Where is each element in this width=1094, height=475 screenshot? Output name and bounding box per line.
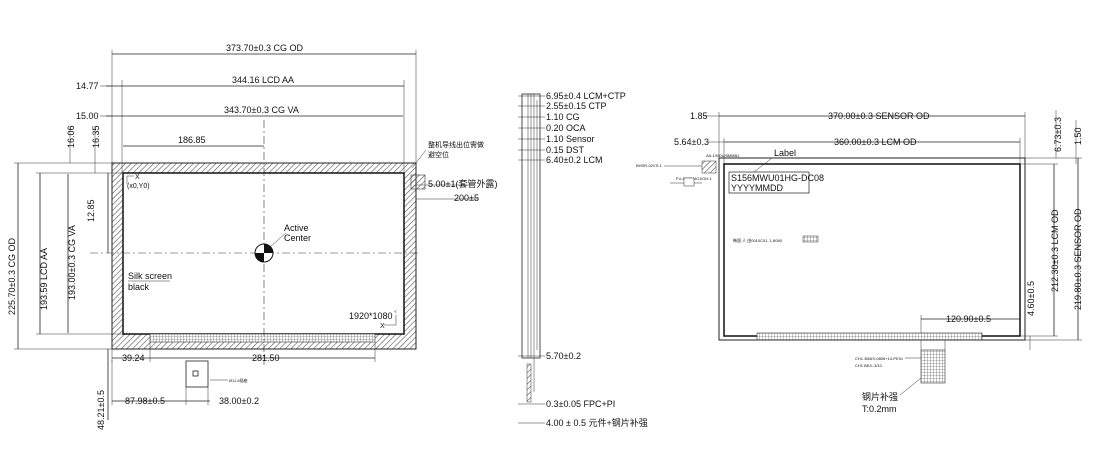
cg-od-width: 373.70±0.3 CG OD — [226, 43, 303, 53]
barcode-box — [802, 235, 819, 243]
active-center-mark — [254, 243, 274, 263]
note-cn-1: 整机导线出位需做 — [428, 140, 484, 149]
label-title: Label — [774, 148, 796, 158]
bottom-dim-5: 48.21±0.5 — [96, 390, 106, 430]
side-view: 6.95±0.4 LCM+CTP 2.55±0.15 CTP 1.10 CG 0… — [518, 91, 648, 428]
cable-exit — [410, 174, 426, 190]
resolution-axis-x: X — [380, 323, 385, 330]
fpc-tail — [526, 363, 532, 403]
fpc-dim: 120.90±0.5 — [946, 314, 991, 324]
stiffener-label: 钢片补强 — [862, 391, 898, 402]
stiffener-block — [920, 349, 946, 384]
bottom-dim-1: 39.24 — [122, 353, 145, 363]
silk-screen-color: black — [128, 282, 150, 292]
side-dim-1: 5.70±0.2 — [546, 351, 581, 361]
cable-dim: 5.00±1(套管外露) — [428, 178, 497, 189]
layer-ctp: 2.55±0.15 CTP — [546, 101, 606, 111]
sensor-od-width: 370.00±0.3 SENSOR OD — [828, 111, 930, 121]
connector-pin — [192, 370, 199, 377]
cable-length: 200±5 — [454, 193, 479, 203]
origin-axis-x: X — [135, 174, 140, 181]
small-connector — [701, 160, 717, 174]
fpc-label-1: CH1.3B4IS-0806+13-PE01 — [855, 356, 904, 361]
top-right-dim-2: 1.50 — [1073, 127, 1083, 145]
connector-label: Ø11.6插座 — [229, 377, 248, 383]
stiffener-thickness: T:0.2mm — [862, 404, 897, 414]
resolution-axis-y: Y — [394, 309, 397, 314]
active-center-label-1: Active — [284, 223, 309, 233]
barcode-text: 韩国 人 由0010C01. 1,8080 — [733, 237, 783, 243]
front-view: Active Center X (x0,Y0) Silk screen blac… — [7, 43, 497, 430]
fpc-offset: 4.60±0.5 — [1026, 281, 1036, 316]
cg-va-height: 193.00±0.3 CG VA — [67, 225, 77, 300]
side-dim-3: 4.00 ± 0.5 元件+钢片补强 — [546, 417, 648, 428]
cg-va-width: 343.70±0.3 CG VA — [224, 105, 299, 115]
origin-label: (x0,Y0) — [127, 183, 150, 190]
small-label-1: BHSR-02VS-1 — [636, 163, 663, 168]
bottom-dim-2: 281.50 — [252, 353, 280, 363]
layer-sensor: 1.10 Sensor — [546, 134, 595, 144]
fpc-label-2: CH1 BE/L-3/10 — [855, 363, 883, 368]
layer-dst: 0.15 DST — [546, 145, 585, 155]
label-box — [728, 171, 810, 194]
layer-cg: 1.10 CG — [546, 112, 580, 122]
inner-offset: 12.85 — [86, 199, 96, 222]
layer-leaders — [518, 95, 545, 161]
back-fpc-strip — [756, 332, 983, 341]
fpc-strip — [149, 333, 376, 343]
lcd-aa-height: 193.59 LCD AA — [39, 248, 49, 310]
left-offset-aa: 14.77 — [76, 81, 99, 91]
bottom-dim-4: 38.00±0.2 — [219, 396, 259, 406]
back-view: 370.00±0.3 SENSOR OD 1.85 360.00±0.3 LCM… — [636, 110, 1083, 414]
small-connector-2 — [683, 177, 695, 187]
resolution-label: 1920*1080 — [349, 311, 393, 321]
center-x-dim: 186.85 — [178, 135, 206, 145]
layer-lcm-ctp: 6.95±0.4 LCM+CTP — [546, 91, 626, 101]
silk-screen-label: Silk screen — [128, 271, 172, 281]
bottom-dim-3: 87.98±0.5 — [125, 396, 165, 406]
label-line-1: S156MWU01HG-DC08 — [731, 173, 824, 183]
cg-od-height: 225.70±0.3 CG OD — [7, 238, 17, 315]
lcm-od-width: 360.00±0.3 LCM OD — [834, 137, 917, 147]
sensor-od-height: 219.80±0.3 SENSOR OD — [1073, 208, 1083, 310]
small-label-3: FU-02/71MGJ/GH-1 — [676, 176, 713, 181]
left-dim-2: 5.64±0.3 — [674, 137, 709, 147]
lcd-aa-width: 344.16 LCD AA — [232, 75, 294, 85]
layer-lcm: 6.40±0.2 LCM — [546, 155, 602, 165]
label-line-2: YYYYMMDD — [731, 183, 784, 193]
active-center-label-2: Center — [284, 233, 311, 243]
lcm-od-height: 212.30±0.3 LCM OD — [1050, 209, 1060, 292]
side-dim-2: 0.3±0.05 FPC+PI — [546, 399, 615, 409]
layer-oca: 0.20 OCA — [546, 123, 586, 133]
left-offset-va: 15.00 — [76, 111, 99, 121]
lcm-outline — [723, 163, 1021, 337]
note-cn-2: 避空位 — [428, 150, 449, 159]
left-dim-1: 1.85 — [690, 111, 708, 121]
top-right-dim-1: 6.73±0.3 — [1053, 117, 1063, 152]
small-label-2: AA-1000U/5MMB1 — [706, 153, 740, 158]
top-offset-2: 16.35 — [91, 125, 101, 148]
top-offset-1: 16.06 — [66, 125, 76, 148]
